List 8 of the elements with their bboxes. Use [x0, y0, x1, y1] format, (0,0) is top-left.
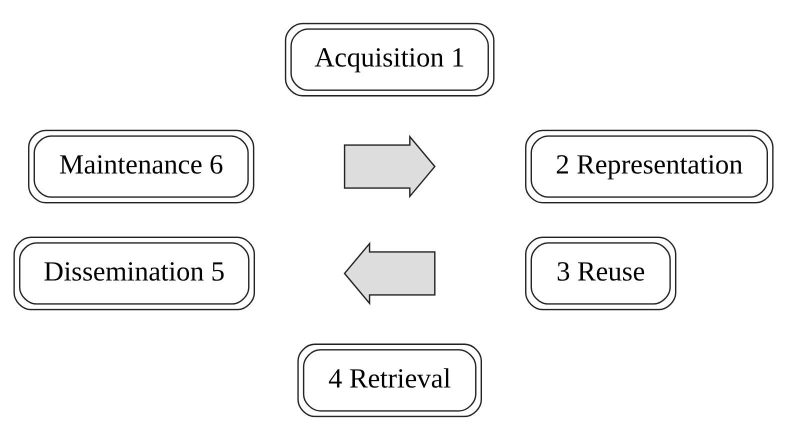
node-arrow — [344, 242, 436, 306]
node-box: Acquisition 1 — [284, 22, 494, 96]
node-box: 3 Reuse — [525, 236, 676, 310]
node-arrow — [344, 134, 436, 198]
node-box: 4 Retrieval — [297, 344, 482, 418]
node-box: 2 Representation — [525, 130, 774, 204]
node-box: Dissemination 5 — [13, 236, 256, 310]
node-box: Maintenance 6 — [28, 130, 254, 204]
